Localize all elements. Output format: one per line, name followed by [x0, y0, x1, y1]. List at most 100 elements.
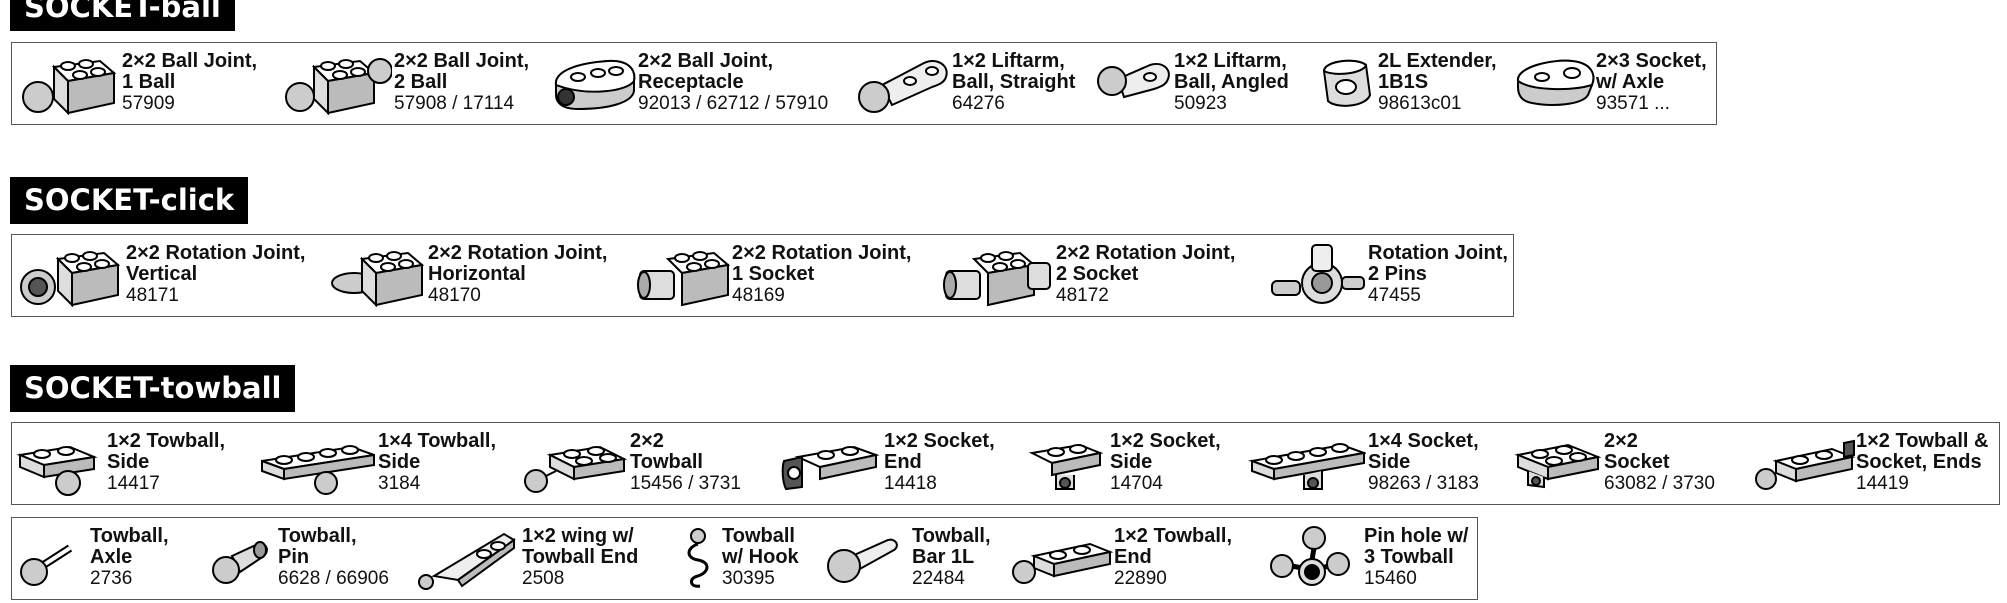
part-name-line1: 2×2 [1604, 430, 1638, 452]
towball-bar-icon [827, 538, 898, 583]
part-name-line2: Axle [90, 546, 133, 568]
part-text: Rotation Joint, 2 Pins 47455 [1368, 242, 1508, 307]
part-number: 22484 [912, 568, 965, 589]
part-number: 57908 / 17114 [394, 93, 515, 114]
part-text: 1×2 Liftarm, Ball, Straight 64276 [952, 50, 1076, 115]
parts-row-socket-towball-2: Towball, Axle 2736 Towball, Pin 6628 / 6… [11, 517, 1478, 600]
towball-long-plate-icon [261, 445, 375, 495]
part-name-line1: Rotation Joint, [1368, 242, 1508, 264]
part-name-line2: Pin [278, 546, 310, 568]
parts-row-socket-click: 2×2 Rotation Joint, Vertical 48171 2×2 R… [11, 234, 1514, 317]
part-text: Pin hole w/ 3 Towball 15460 [1364, 526, 1468, 590]
part-text: 1×2 Liftarm, Ball, Angled 50923 [1174, 50, 1289, 115]
socket-long-side-icon [1248, 443, 1366, 490]
part-text: Towball, Bar 1L 22484 [912, 526, 991, 590]
socket-side-icon [1028, 443, 1104, 490]
part-text: 2×2 Socket 63082 / 3730 [1604, 430, 1715, 495]
part-name-line1: 1×2 Socket, [884, 430, 995, 452]
part-name-line2: Towball End [522, 546, 639, 568]
part-number: 93571 ... [1596, 93, 1670, 114]
brick-double-ball-icon [285, 58, 392, 116]
part-text: 1×2 wing w/ Towball End 2508 [522, 525, 639, 590]
part-number: 48171 [126, 285, 179, 306]
part-name-line2: End [1114, 546, 1152, 568]
part-text: Towball, Axle 2736 [90, 526, 169, 590]
part-name-line1: 2×2 Rotation Joint, [126, 242, 306, 264]
section-header-socket-ball: SOCKET-ball [10, 0, 235, 31]
part-number: 48170 [428, 285, 481, 306]
part-text: 2×2 Ball Joint, 1 Ball 57909 [122, 51, 257, 115]
part-name-line2: Socket [1604, 451, 1670, 473]
part-name-line1: 2×2 Rotation Joint, [1056, 242, 1236, 264]
rotation-joint-socket-icon [637, 251, 730, 307]
part-number: 98613c01 [1378, 93, 1462, 114]
towball-pin-icon [212, 541, 268, 584]
part-text: 2×2 Ball Joint, Receptacle 92013 / 62712… [638, 50, 829, 115]
part-name-line1: 1×4 Socket, [1368, 430, 1479, 452]
socket-end-icon [781, 445, 880, 491]
part-name-line1: 2L Extender, [1378, 50, 1497, 72]
part-name-line1: 1×2 Socket, [1110, 430, 1221, 452]
towball-hook-icon [687, 528, 709, 588]
part-name-line1: 2×2 Ball Joint, [638, 50, 774, 72]
part-name-line2: 1 Ball [122, 71, 176, 93]
brick-ball-icon [22, 59, 117, 116]
part-name-line1: 1×4 Towball, [378, 430, 496, 452]
part-number: 2508 [522, 568, 565, 589]
extender-icon [1322, 59, 1372, 107]
part-number: 3184 [378, 473, 421, 494]
pin-hole-three-towball-icon [1270, 526, 1350, 586]
part-name-line1: 1×2 Liftarm, [952, 50, 1065, 72]
part-name-line1: 1×2 Towball, [107, 430, 225, 452]
section-header-socket-click: SOCKET-click [10, 177, 249, 224]
part-name-line2: 2 Ball [394, 71, 448, 93]
part-name-line2: Ball, Straight [952, 71, 1076, 93]
part-text: 2×2 Rotation Joint, Horizontal 48170 [428, 242, 608, 307]
socket-2x2-icon [1514, 443, 1602, 489]
part-text: Towball w/ Hook 30395 [722, 525, 799, 590]
part-name-line2: 2 Pins [1368, 263, 1427, 285]
liftarm-ball-straight-icon [858, 59, 948, 113]
part-name-line2: End [884, 451, 922, 473]
part-text: 2×3 Socket, w/ Axle 93571 ... [1596, 51, 1707, 115]
part-text: 1×4 Socket, Side 98263 / 3183 [1368, 430, 1479, 495]
part-name-line1: 1×2 Towball, [1114, 525, 1232, 547]
part-number: 48172 [1056, 285, 1109, 306]
part-name-line2: Ball, Angled [1174, 71, 1289, 93]
part-name-line2: Vertical [126, 263, 198, 285]
part-name-line1: 2×2 Ball Joint, [394, 50, 530, 72]
part-name-line2: Horizontal [428, 263, 526, 285]
rotation-joint-two-socket-icon [943, 251, 1051, 307]
part-name-line2: 2 Socket [1056, 263, 1139, 285]
part-name-line2: Side [1110, 451, 1153, 473]
part-text: 1×2 Socket, End 14418 [884, 430, 995, 495]
part-name-line1: 1×2 wing w/ [522, 525, 634, 547]
part-text: 2L Extender, 1B1S 98613c01 [1378, 50, 1497, 115]
part-number: 48169 [732, 285, 785, 306]
part-name-line2: w/ Hook [722, 546, 799, 568]
part-text: 1×2 Towball & Socket, Ends 14419 [1856, 430, 1989, 495]
part-name-line2: Side [1368, 451, 1411, 473]
part-name-line1: 2×2 Rotation Joint, [732, 242, 912, 264]
part-number: 50923 [1174, 93, 1227, 114]
part-text: 2×2 Rotation Joint, Vertical 48171 [126, 242, 306, 307]
part-name-line2: w/ Axle [1596, 71, 1665, 93]
parts-row-socket-towball-1: 1×2 Towball, Side 14417 1×4 Towball, Sid… [11, 422, 2000, 505]
part-name-line2: Socket, Ends [1856, 451, 1982, 473]
part-name-line1: 2×2 Rotation Joint, [428, 242, 608, 264]
towball-end-icon [1012, 542, 1114, 584]
part-number: 92013 / 62712 / 57910 [638, 93, 829, 114]
part-name-line2: Side [378, 451, 421, 473]
part-number: 63082 / 3730 [1604, 473, 1715, 494]
part-number: 15456 / 3731 [630, 473, 741, 494]
part-name-line1: 1×2 Towball & [1856, 430, 1989, 452]
part-name-line2: Towball [630, 451, 703, 473]
part-name-line1: 1×2 Liftarm, [1174, 50, 1287, 72]
part-name-line1: Towball [722, 525, 795, 547]
part-number: 15460 [1364, 568, 1417, 589]
towball-2x2-icon [524, 445, 628, 493]
part-number: 6628 / 66906 [278, 568, 389, 589]
part-number: 14704 [1110, 473, 1163, 494]
part-number: 47455 [1368, 285, 1421, 306]
part-name-line1: 2×2 [630, 430, 664, 452]
